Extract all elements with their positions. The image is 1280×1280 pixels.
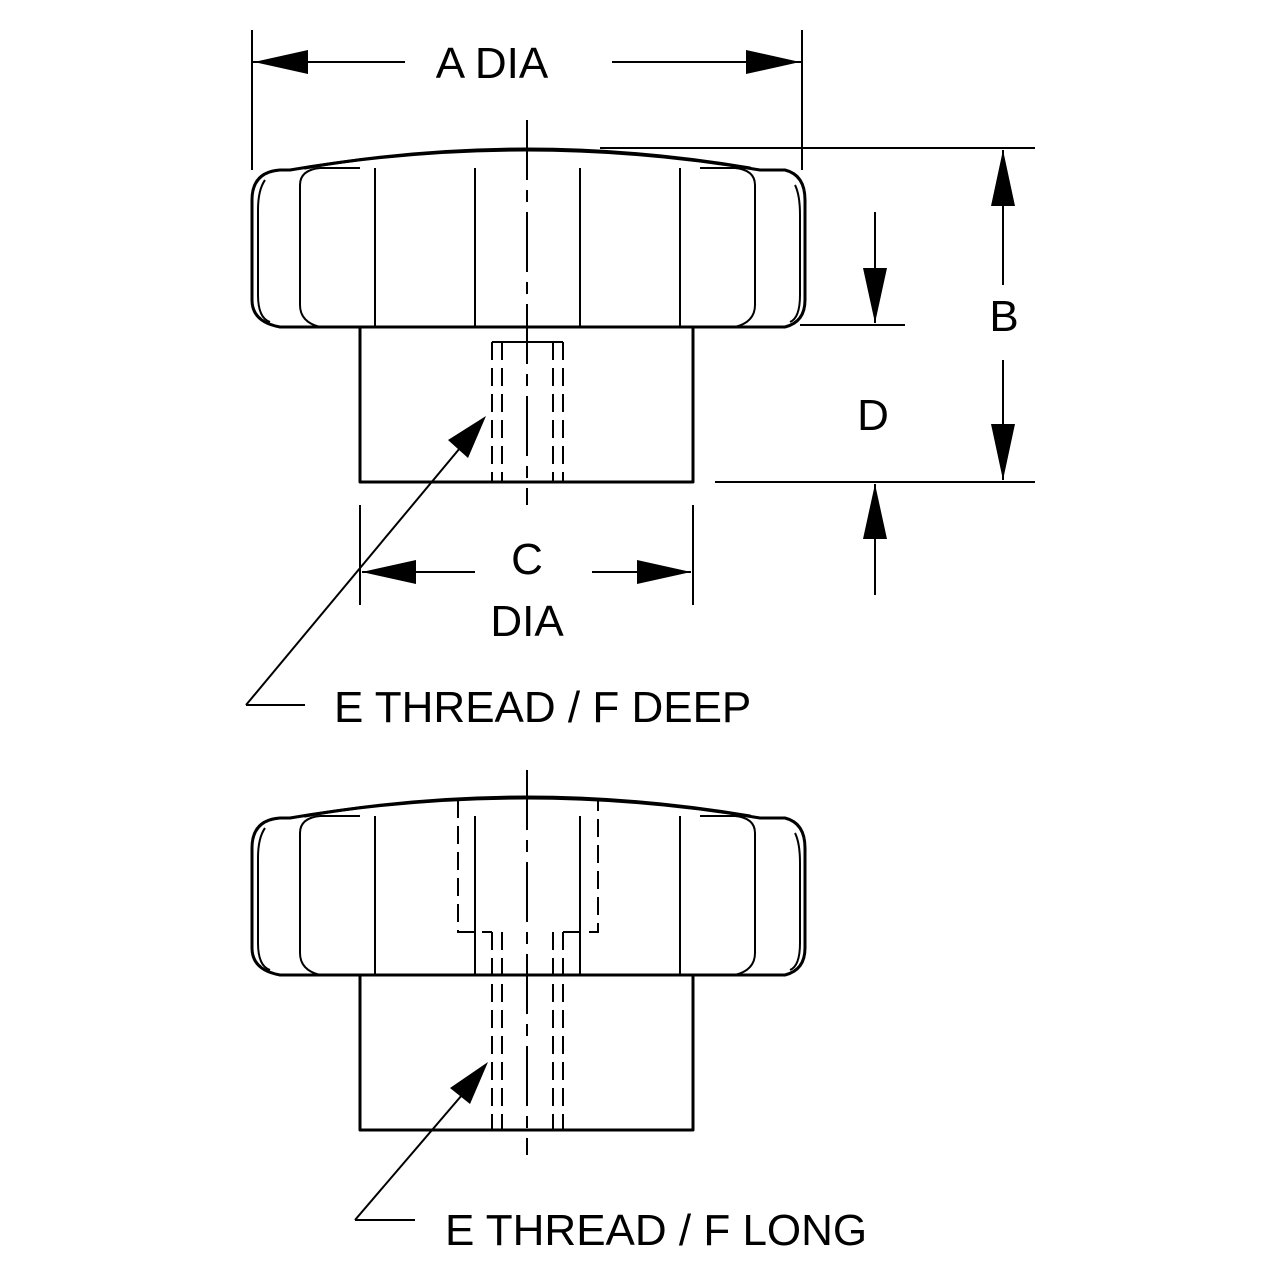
dimension-d: D <box>800 212 905 595</box>
knob-hub <box>358 973 695 1132</box>
arrowhead-down <box>863 268 887 323</box>
label-a-dia: A DIA <box>436 39 549 88</box>
insert-head-hidden <box>457 800 599 933</box>
label-d: D <box>857 391 889 440</box>
dimension-c: C DIA <box>359 505 694 646</box>
arrowhead-down <box>991 424 1015 480</box>
knob-lobe-left-inner <box>257 827 271 971</box>
leader-arrowhead <box>448 416 486 458</box>
leader-line <box>354 1094 463 1221</box>
label-c-dia: DIA <box>490 597 564 646</box>
arrowhead-left <box>254 50 308 74</box>
dimension-b: B <box>600 147 1035 483</box>
knob-head-outline <box>250 796 807 977</box>
label-callout-bottom: E THREAD / F LONG <box>445 1206 867 1255</box>
arrowhead-up <box>863 484 887 539</box>
label-b: B <box>989 292 1018 341</box>
arrowhead-right <box>637 560 691 584</box>
callout-top: E THREAD / F DEEP <box>245 416 751 732</box>
leader-line <box>245 447 461 706</box>
knob-lobe-left-inner <box>257 179 271 323</box>
knob-top-view <box>250 120 807 505</box>
knob-lobe-left <box>299 815 360 976</box>
leader-arrowhead <box>450 1062 488 1104</box>
label-callout-top: E THREAD / F DEEP <box>334 683 751 732</box>
arrowhead-right <box>746 50 800 74</box>
knob-lobe-left <box>299 167 360 328</box>
knob-lobe-right-inner <box>789 832 801 971</box>
callout-bottom: E THREAD / F LONG <box>354 1062 867 1255</box>
label-c: C <box>511 535 543 584</box>
dimension-a: A DIA <box>251 30 803 170</box>
knob-lobe-right <box>700 815 756 976</box>
knob-bottom-view <box>250 770 807 1155</box>
arrowhead-up <box>991 150 1015 206</box>
knob-lobe-right <box>700 167 756 328</box>
arrowhead-left <box>362 560 416 584</box>
knob-lobe-right-inner <box>789 184 801 323</box>
knob-hub <box>358 325 695 484</box>
knob-head-outline <box>250 148 807 329</box>
